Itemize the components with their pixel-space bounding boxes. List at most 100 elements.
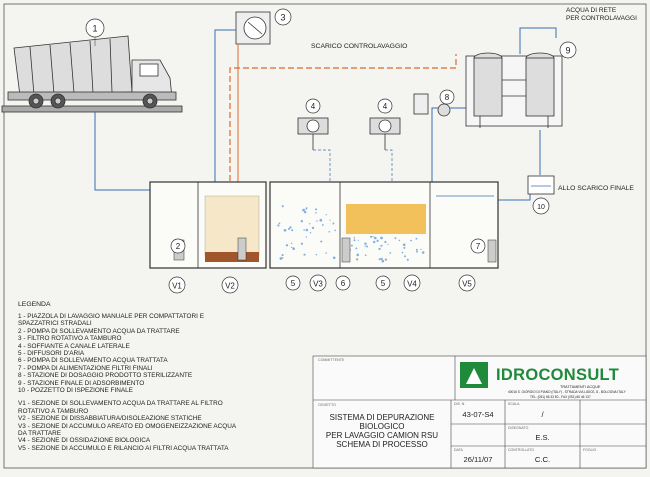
pump-6-icon bbox=[341, 237, 351, 263]
legend-section-item: V5 - SEZIONE DI ACCUMULO E RILANCIO AI F… bbox=[18, 444, 229, 452]
air-bubble bbox=[373, 240, 376, 244]
air-bubble bbox=[281, 205, 284, 208]
label-date: DATA bbox=[454, 448, 463, 452]
callout-7-text: 7 bbox=[476, 242, 481, 251]
air-bubble bbox=[384, 258, 388, 261]
dosing-station-icon bbox=[413, 93, 451, 117]
air-bubble bbox=[415, 237, 418, 240]
air-bubble bbox=[356, 253, 359, 257]
air-bubble bbox=[398, 239, 401, 242]
blower-1-icon bbox=[297, 117, 329, 150]
drawing-scale: / bbox=[541, 410, 544, 419]
air-bubble bbox=[355, 258, 359, 261]
air-bubble bbox=[380, 244, 383, 247]
callout-9 bbox=[559, 41, 577, 59]
air-bubble bbox=[290, 246, 293, 249]
tank-v4-label: V4 bbox=[407, 280, 417, 289]
air-bubble bbox=[372, 236, 374, 238]
label-committente: COMMITTENTE bbox=[318, 358, 345, 362]
callout-2 bbox=[170, 238, 186, 254]
air-bubble bbox=[415, 248, 418, 251]
legend-title: LEGENDA bbox=[18, 301, 51, 308]
air-bubble bbox=[319, 218, 323, 222]
drawing-title-line-2: BIOLOGICO bbox=[359, 422, 405, 431]
callout-3 bbox=[274, 8, 292, 26]
company-name: IDROCONSULT bbox=[496, 366, 620, 384]
air-bubble bbox=[287, 227, 291, 230]
air-bubble bbox=[416, 250, 418, 253]
drawing-title-line-4: SCHEMA DI PROCESSO bbox=[336, 440, 428, 449]
air-diffuser-bubbles bbox=[277, 205, 425, 263]
air-bubble bbox=[410, 239, 412, 242]
air-bubble bbox=[374, 236, 377, 240]
air-bubble bbox=[291, 229, 294, 232]
callout-10 bbox=[532, 197, 550, 215]
air-bubble bbox=[387, 243, 389, 245]
legend-item: 3 - FILTRO ROTATIVO A TAMBURO bbox=[18, 335, 122, 343]
air-bubble bbox=[321, 224, 324, 226]
label-scale: SCALA bbox=[508, 402, 520, 406]
air-bubble bbox=[404, 255, 406, 258]
air-bubble bbox=[303, 210, 307, 214]
air-bubble bbox=[320, 240, 323, 243]
callout-4b-text: 4 bbox=[383, 102, 388, 111]
air-bubble bbox=[303, 253, 306, 256]
air-bubble bbox=[365, 245, 369, 248]
air-bubble bbox=[332, 222, 335, 225]
legend-section-item: ROTATIVO A TAMBURO bbox=[18, 407, 89, 415]
air-bubble bbox=[353, 237, 356, 239]
air-bubble bbox=[380, 236, 383, 240]
drawing-title: SISTEMA DI DEPURAZIONE BIOLOGICO PER LAV… bbox=[316, 413, 448, 449]
legend-item: 4 - SOFFIANTE A CANALE LATERALE bbox=[18, 342, 130, 350]
air-bubble bbox=[315, 253, 318, 256]
biological-media bbox=[346, 204, 426, 234]
air-bubble bbox=[334, 229, 336, 232]
callout-3-text: 3 bbox=[280, 13, 285, 23]
company-subtitle: TRATTAMENTI ACQUE bbox=[560, 385, 601, 389]
callout-5b-text: 5 bbox=[381, 279, 386, 288]
callout-4a bbox=[305, 98, 321, 114]
separator-chamber bbox=[204, 195, 260, 257]
legend-section-item: V4 - SEZIONE DI OSSIDAZIONE BIOLOGICA bbox=[18, 437, 151, 445]
callout-6 bbox=[335, 275, 351, 291]
air-bubble bbox=[303, 229, 305, 231]
callout-v4 bbox=[403, 274, 421, 292]
air-bubble bbox=[311, 226, 315, 230]
air-bubble bbox=[364, 245, 366, 247]
air-bubble bbox=[376, 239, 379, 242]
air-bubble bbox=[364, 254, 367, 257]
drum-filter-icon bbox=[235, 11, 271, 45]
air-bubble bbox=[305, 228, 309, 232]
air-bubble bbox=[401, 251, 404, 254]
callout-6-text: 6 bbox=[341, 279, 346, 288]
water-supply-label-2: PER CONTROLAVAGGI bbox=[566, 15, 637, 22]
air-bubble bbox=[325, 213, 327, 216]
checked-by: C.C. bbox=[534, 455, 551, 464]
callout-10-text: 10 bbox=[537, 204, 545, 211]
legend-section-item: V2 - SEZIONE DI DISSABBIATURA/DISOLEAZIO… bbox=[18, 415, 202, 423]
final-drain-label: ALLO SCARICO FINALE bbox=[558, 185, 634, 192]
air-bubble bbox=[403, 246, 406, 249]
drawing-date: 26/11/07 bbox=[463, 455, 493, 464]
air-bubble bbox=[389, 252, 392, 254]
label-checked-by: CONTROLLATO bbox=[508, 448, 534, 452]
callout-2-text: 2 bbox=[176, 242, 181, 251]
legend-item: 10 - POZZETTO DI ISPEZIONE FINALE bbox=[18, 387, 133, 394]
drawn-by: E.S. bbox=[535, 433, 550, 442]
label-drawn-by: DISEGNATO bbox=[508, 426, 529, 430]
air-bubble bbox=[315, 208, 318, 211]
air-bubble bbox=[308, 223, 311, 225]
callout-5a-text: 5 bbox=[291, 279, 296, 288]
air-bubble bbox=[305, 236, 308, 238]
air-bubble bbox=[302, 208, 305, 212]
air-bubble bbox=[350, 244, 353, 247]
callout-v3 bbox=[309, 274, 327, 292]
drawing-title-line-1: SISTEMA DI DEPURAZIONE bbox=[329, 413, 435, 422]
air-bubble bbox=[370, 235, 373, 238]
callout-v1 bbox=[168, 276, 186, 294]
air-bubble bbox=[315, 212, 317, 214]
company-phone: TEL. (051) 66 33 50 - FAX (051) 66 46 13… bbox=[530, 395, 591, 399]
callout-5b bbox=[375, 275, 391, 291]
